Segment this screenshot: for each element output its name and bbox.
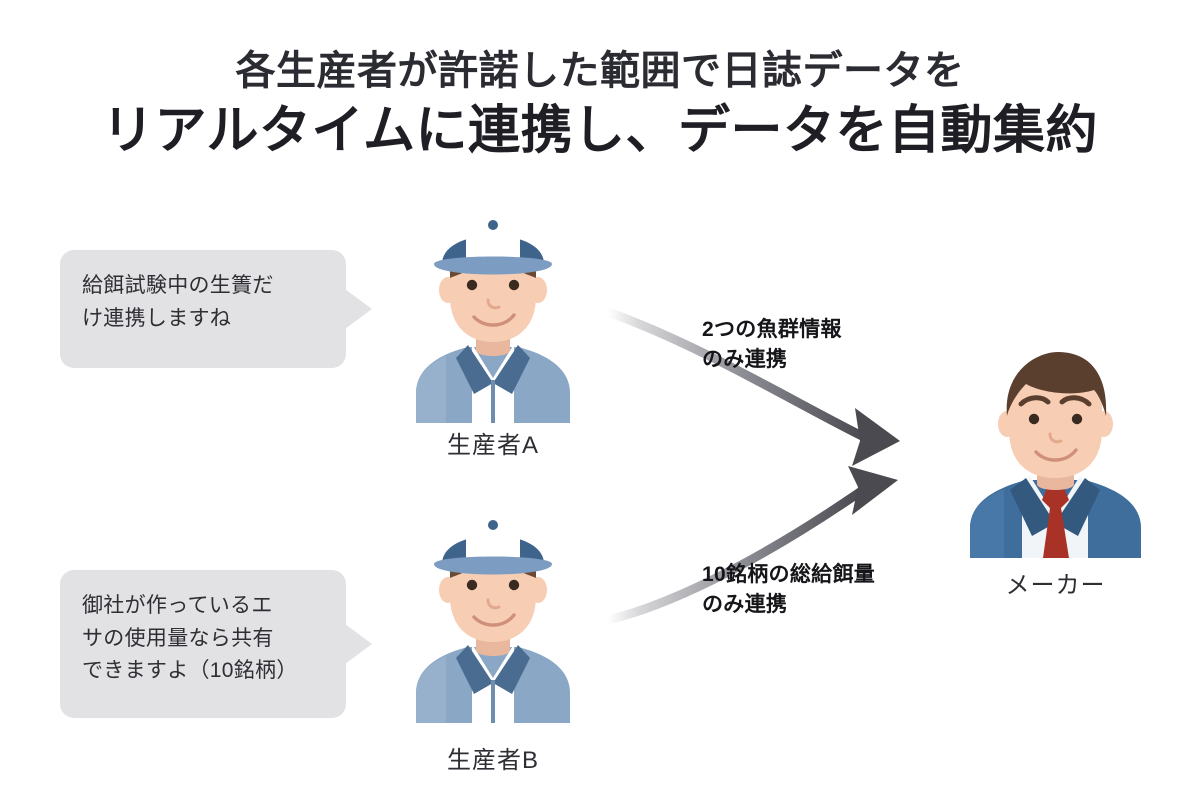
bubble-b-line-1: 御社が作っているエ — [82, 594, 273, 617]
arrow-1-label-line-1: 2つの魚群情報 — [702, 318, 842, 341]
arrow-1-label: 2つの魚群情報 のみ連携 — [702, 315, 842, 376]
farmer-avatar-icon — [398, 208, 588, 423]
arrow-2-label: 10銘柄の総給餌量 のみ連携 — [702, 560, 875, 621]
businessman-avatar-icon — [948, 338, 1163, 558]
farmer-a-label: 生産者A — [446, 432, 539, 459]
speech-bubble-producer-a: 給餌試験中の生簀だ け連携しますね — [60, 250, 372, 368]
maker-label: メーカー — [1005, 572, 1106, 599]
bubble-b-line-2: サの使用量なら共有 — [82, 626, 274, 650]
speech-bubble-tail-icon — [345, 289, 372, 329]
arrow-2-label-line-1: 10銘柄の総給餌量 — [702, 563, 876, 586]
bubble-b-line-3: できますよ（10銘柄） — [82, 659, 298, 683]
speech-bubble-producer-b: 御社が作っているエ サの使用量なら共有 できますよ（10銘柄） — [60, 570, 372, 718]
title-line-1: 各生産者が許諾した範囲で日誌データを — [235, 49, 965, 93]
title-line-2: リアルタイムに連携し、データを自動集約 — [102, 102, 1098, 160]
bubble-a-line-1: 給餌試験中の生簀だ — [82, 274, 274, 297]
farmer-avatar-icon — [398, 508, 588, 723]
page-title: 各生産者が許諾した範囲で日誌データを リアルタイムに連携し、データを自動集約 — [0, 48, 1200, 162]
bubble-a-line-2: け連携しますね — [82, 306, 232, 330]
farmer-b-label: 生産者B — [446, 747, 539, 774]
arrow-2-label-line-2: のみ連携 — [702, 593, 788, 617]
arrow-1-label-line-2: のみ連携 — [702, 348, 788, 372]
speech-bubble-tail-icon — [345, 624, 372, 664]
